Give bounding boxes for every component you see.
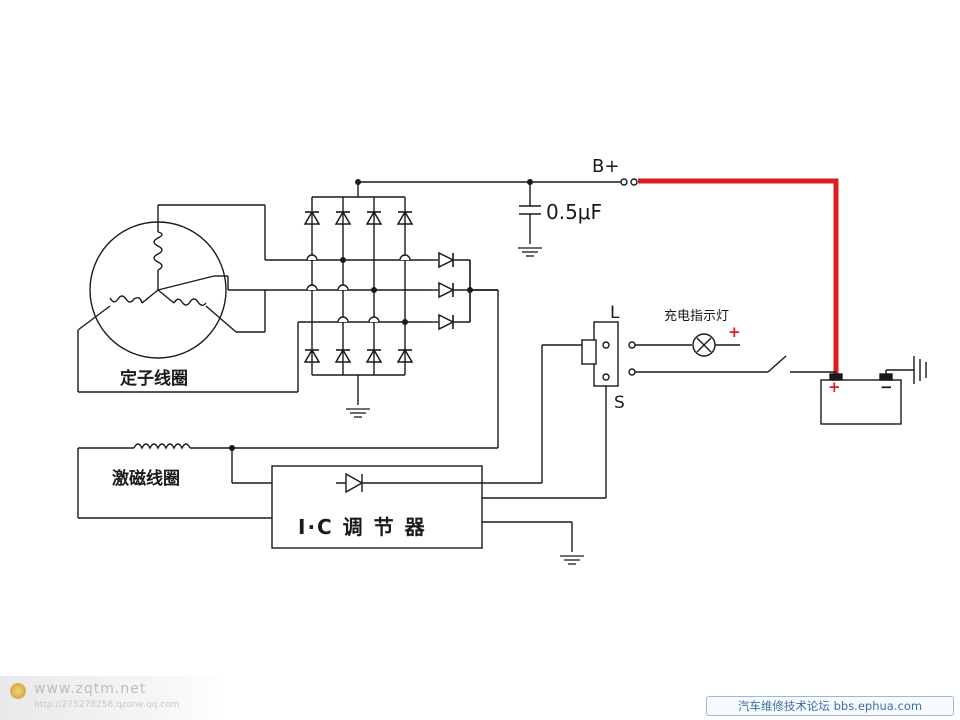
ignition-switch (635, 355, 836, 373)
stator-coil-label: 定子线圈 (120, 368, 188, 389)
b-plus-line (358, 181, 624, 244)
terminal-s-label: S (614, 393, 625, 413)
terminal-block (581, 321, 636, 387)
ic-regulator (271, 344, 607, 552)
battery-minus-label: − (880, 378, 893, 396)
watermark-site: www.zqtm.net (34, 681, 147, 697)
battery-cable (638, 178, 839, 380)
field-coil-label: 激磁线圈 (112, 468, 180, 489)
lamp-circuit (635, 333, 740, 357)
exciter-diodes (431, 250, 498, 332)
regulator-ground-icon (559, 555, 585, 565)
battery (820, 356, 927, 425)
watermark-url: http://275278258.qzone.qq.com (34, 700, 180, 710)
positive-diodes (304, 211, 413, 225)
b-plus-label: B+ (592, 156, 619, 177)
site-logo-icon (10, 683, 26, 699)
junction-dots (229, 179, 533, 451)
b-plus-terminal (620, 178, 638, 186)
lamp-plus-label: + (728, 323, 741, 341)
bridge-ground-icon (345, 408, 371, 418)
capacitor-label: 0.5μF (546, 200, 602, 224)
watermark-forum: 汽车维修技术论坛 bbs.ephua.com (706, 696, 954, 716)
negative-diodes (304, 349, 413, 363)
regulator-label: I·C 调 节 器 (298, 515, 427, 539)
battery-plus-label: + (828, 378, 841, 396)
watermark-left-panel (0, 676, 228, 720)
stator-coil (77, 204, 299, 393)
capacitor-ground-icon (517, 247, 543, 257)
charge-lamp-label: 充电指示灯 (664, 308, 729, 324)
terminal-l-label: L (610, 303, 620, 323)
